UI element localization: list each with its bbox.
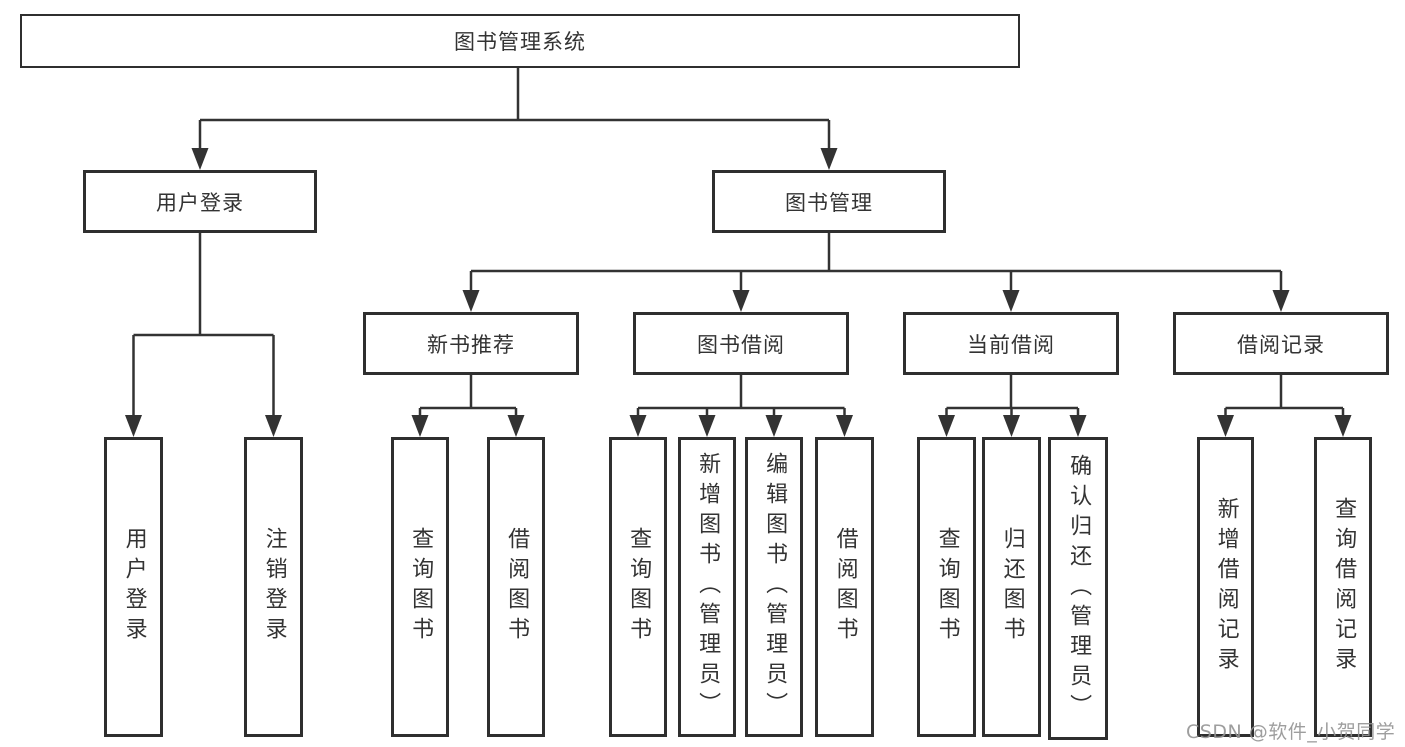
arrowheads (125, 148, 1352, 437)
node-label: 用户登录 (121, 527, 147, 647)
node-label: 当前借阅 (967, 332, 1055, 357)
node-label: 查询借阅记录 (1331, 497, 1357, 677)
node-label: 借阅图书 (832, 527, 858, 647)
leaf-query-borrow-record: 查询借阅记录 (1314, 437, 1372, 737)
leaf-add-book-admin: 新增图书（管理员） (678, 437, 736, 737)
node-label: 注销登录 (261, 527, 287, 647)
node-label: 图书管理 (785, 190, 873, 215)
node-label: 查询图书 (408, 527, 434, 647)
node-book-management: 图书管理 (712, 170, 946, 233)
node-label: 借阅记录 (1237, 332, 1325, 357)
leaf-query-books-borrowing: 查询图书 (609, 437, 667, 737)
node-label: 新增图书（管理员） (695, 452, 721, 722)
node-label: 编辑图书（管理员） (762, 452, 788, 722)
node-label: 新增借阅记录 (1213, 497, 1239, 677)
leaf-edit-book-admin: 编辑图书（管理员） (745, 437, 803, 737)
node-label: 借阅图书 (504, 527, 530, 647)
leaf-return-books: 归还图书 (982, 437, 1041, 737)
node-label: 图书借阅 (697, 332, 785, 357)
node-label: 图书管理系统 (454, 30, 586, 54)
leaf-confirm-return-admin: 确认归还（管理员） (1048, 437, 1108, 740)
node-label: 归还图书 (999, 527, 1025, 647)
node-label: 用户登录 (156, 190, 244, 215)
node-borrowing-records: 借阅记录 (1173, 312, 1389, 375)
node-new-book-recommendation: 新书推荐 (363, 312, 579, 375)
node-label: 新书推荐 (427, 332, 515, 357)
node-label: 查询图书 (626, 527, 652, 647)
leaf-logout: 注销登录 (244, 437, 303, 737)
node-book-borrowing: 图书借阅 (633, 312, 849, 375)
node-label: 确认归还（管理员） (1066, 453, 1092, 724)
leaf-user-login: 用户登录 (104, 437, 163, 737)
node-label: 查询图书 (934, 527, 960, 647)
leaf-borrow-books-borrowing: 借阅图书 (815, 437, 874, 737)
node-user-login: 用户登录 (83, 170, 317, 233)
leaf-add-borrow-record: 新增借阅记录 (1197, 437, 1254, 737)
leaf-query-books-current: 查询图书 (917, 437, 976, 737)
node-library-management-system: 图书管理系统 (20, 14, 1020, 68)
node-current-borrowing: 当前借阅 (903, 312, 1119, 375)
leaf-borrow-books-recommend: 借阅图书 (487, 437, 545, 737)
leaf-query-books-recommend: 查询图书 (391, 437, 449, 737)
watermark-text: CSDN @软件_小贺同学 (1186, 721, 1396, 743)
